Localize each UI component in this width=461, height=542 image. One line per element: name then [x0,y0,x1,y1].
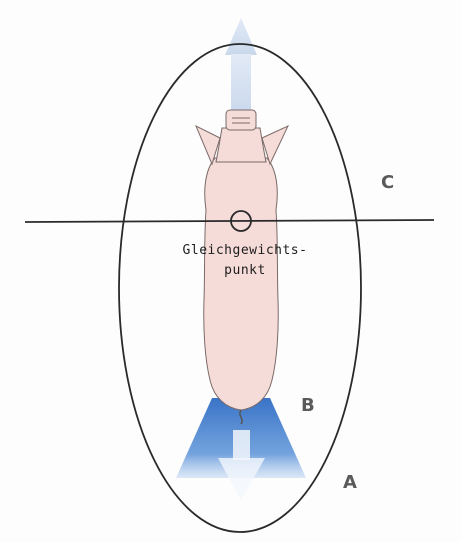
balance-line [25,220,434,222]
forward-arrow-icon [225,18,257,116]
zone-c-label: C [381,172,394,193]
zone-a-label: A [343,472,357,493]
balance-point-label-line2: punkt [160,263,330,278]
zone-b-label: B [301,395,315,416]
balance-point-label-line1: Gleichgewichts- [160,243,330,258]
